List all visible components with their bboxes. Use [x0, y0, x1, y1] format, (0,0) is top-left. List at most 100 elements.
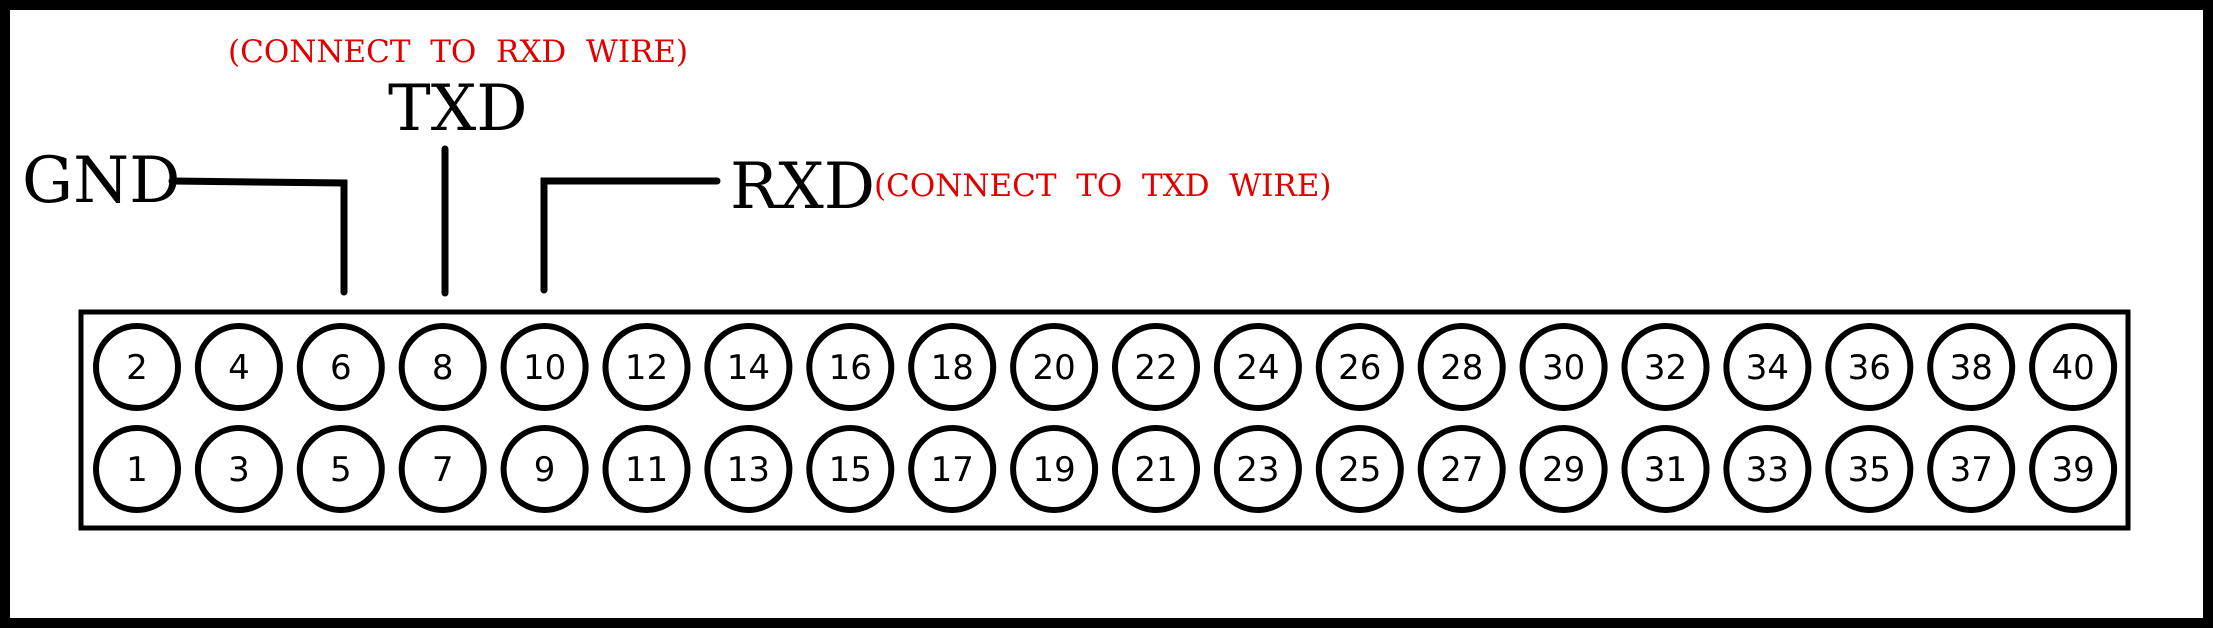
pin-number: 8 [432, 348, 454, 388]
pin-number: 15 [829, 450, 872, 490]
pin-circle [1010, 323, 1099, 411]
pin-14: 14 [704, 323, 793, 411]
pin-number: 19 [1032, 450, 1075, 490]
pin-circle [1010, 425, 1099, 513]
pin-37: 37 [1927, 425, 2016, 513]
pin-circle [602, 323, 691, 411]
pin-4: 4 [194, 323, 283, 411]
pin-circle [1112, 323, 1200, 411]
txd-label: TXD [388, 72, 528, 146]
pin-number: 37 [1950, 450, 1993, 490]
pin-circle [1723, 425, 1812, 513]
pin-circle [1417, 323, 1506, 411]
pin-6: 6 [296, 323, 385, 411]
pin-29: 29 [1519, 425, 1608, 513]
gnd-label: GND [22, 144, 180, 218]
pin-17: 17 [908, 425, 997, 513]
pin-circle [908, 323, 997, 411]
pin-number: 3 [228, 450, 250, 490]
pin-23: 23 [1213, 425, 1302, 513]
pin-circle [1315, 425, 1404, 513]
pin-circle [398, 323, 487, 411]
pin-number: 1 [126, 450, 148, 490]
pin-circle [500, 425, 589, 513]
pin-circle [704, 425, 793, 513]
pin-21: 21 [1112, 425, 1200, 513]
pin-35: 35 [1825, 425, 1914, 513]
pin-number: 11 [625, 450, 668, 490]
pin-circle [2029, 323, 2118, 411]
pin-circle [93, 323, 181, 411]
pin-number: 24 [1236, 348, 1279, 388]
pin-15: 15 [806, 425, 895, 513]
pin-38: 38 [1927, 323, 2016, 411]
pin-12: 12 [602, 323, 691, 411]
pin-24: 24 [1213, 323, 1302, 411]
pin-number: 17 [931, 450, 974, 490]
pin-circle [1112, 425, 1200, 513]
pin-number: 9 [534, 450, 556, 490]
pin-19: 19 [1010, 425, 1099, 513]
pin-number: 35 [1848, 450, 1891, 490]
pin-circle [194, 425, 283, 513]
pin-1: 1 [93, 425, 181, 513]
pin-31: 31 [1621, 425, 1710, 513]
gnd-wire [168, 177, 348, 296]
pin-number: 31 [1644, 450, 1687, 490]
pin-number: 36 [1848, 348, 1891, 388]
pin-circle [1213, 425, 1302, 513]
pin-circle [2029, 425, 2118, 513]
pin-number: 34 [1746, 348, 1789, 388]
pin-30: 30 [1519, 323, 1608, 411]
pin-circle [1417, 425, 1506, 513]
pin-number: 39 [2051, 450, 2094, 490]
pin-circle [194, 323, 283, 411]
gpio-header-body [78, 309, 2131, 531]
pin-number: 10 [523, 348, 566, 388]
pin-number: 13 [727, 450, 770, 490]
pin-number: 33 [1746, 450, 1789, 490]
pin-number: 28 [1440, 348, 1483, 388]
pin-circle [296, 323, 385, 411]
pin-circle [500, 323, 589, 411]
pin-number: 20 [1032, 348, 1075, 388]
pin-11: 11 [602, 425, 691, 513]
pin-22: 22 [1112, 323, 1200, 411]
pin-number: 22 [1134, 348, 1177, 388]
pin-36: 36 [1825, 323, 1914, 411]
pin-circle [1723, 323, 1812, 411]
pin-number: 6 [330, 348, 352, 388]
pin-circle [1927, 425, 2016, 513]
pin-number: 4 [228, 348, 250, 388]
pin-5: 5 [296, 425, 385, 513]
pin-18: 18 [908, 323, 997, 411]
pin-3: 3 [194, 425, 283, 513]
pin-circle [398, 425, 487, 513]
pin-circle [806, 323, 895, 411]
pin-number: 30 [1542, 348, 1585, 388]
pin-34: 34 [1723, 323, 1812, 411]
pin-number: 29 [1542, 450, 1585, 490]
pin-number: 2 [126, 348, 148, 388]
pin-9: 9 [500, 425, 589, 513]
pin-27: 27 [1417, 425, 1506, 513]
pin-circle [1927, 323, 2016, 411]
pin-circle [602, 425, 691, 513]
txd-note: (CONNECT TO RXD WIRE) [228, 34, 688, 70]
pin-number: 38 [1950, 348, 1993, 388]
pin-25: 25 [1315, 425, 1404, 513]
pin-circle [93, 425, 181, 513]
pin-40: 40 [2029, 323, 2118, 411]
pin-number: 7 [432, 450, 454, 490]
pin-circle [908, 425, 997, 513]
pin-32: 32 [1621, 323, 1710, 411]
pin-circle [296, 425, 385, 513]
pin-number: 14 [727, 348, 770, 388]
pin-33: 33 [1723, 425, 1812, 513]
pin-number: 12 [625, 348, 668, 388]
pin-number: 23 [1236, 450, 1279, 490]
pin-circle [1621, 425, 1710, 513]
pin-number: 32 [1644, 348, 1687, 388]
